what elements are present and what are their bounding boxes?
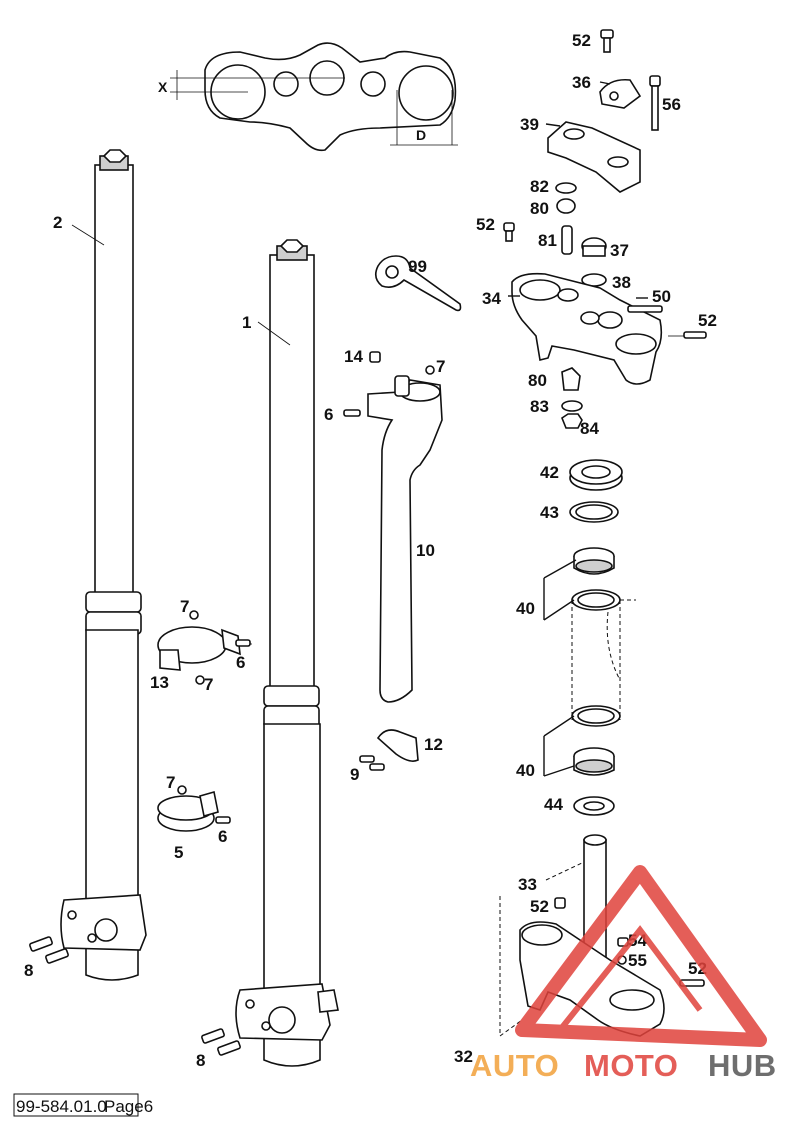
nut-80-83-84-stack <box>561 367 583 429</box>
automotohub-watermark: AUTO MOTO HUB <box>470 865 777 1083</box>
cable-holder <box>359 729 419 771</box>
top-clamp-bolt-52 <box>600 29 614 53</box>
callout-52: 52 <box>530 897 549 916</box>
seal-44 <box>573 796 615 816</box>
callout-12: 12 <box>424 735 443 754</box>
fork-leg-left <box>60 149 147 981</box>
callout-38: 38 <box>612 273 631 292</box>
bolt-50 <box>627 305 663 313</box>
part-reference-number: 99-584.01.0 <box>16 1097 107 1116</box>
callout-39: 39 <box>520 115 539 134</box>
callout-52: 52 <box>698 311 717 330</box>
callout-10: 10 <box>416 541 435 560</box>
callout-37: 37 <box>610 241 629 260</box>
watermark-auto: AUTO <box>470 1048 559 1083</box>
leader-lines <box>499 81 648 1037</box>
bolt-52-right <box>668 331 707 339</box>
callout-9: 9 <box>350 765 359 784</box>
fork-leg-right <box>235 239 339 1067</box>
callout-81: 81 <box>538 231 557 250</box>
callout-7: 7 <box>166 773 175 792</box>
handlebar-mount-39 <box>547 121 641 193</box>
dimension-x-label: X <box>158 79 168 95</box>
callout-44: 44 <box>544 795 563 814</box>
bearing-seal-42 <box>569 459 623 491</box>
bar-clamp-36 <box>599 78 642 109</box>
callout-6: 6 <box>218 827 227 846</box>
page-label: Page6 <box>104 1097 153 1116</box>
footer: 99-584.01.0 Page6 <box>13 1093 153 1117</box>
bearing-race-43 <box>569 501 619 523</box>
bolt-56 <box>649 75 661 131</box>
callout-99: 99 <box>408 257 427 276</box>
dimension-d-label: D <box>416 127 426 143</box>
callout-6: 6 <box>324 405 333 424</box>
callout-56: 56 <box>662 95 681 114</box>
cap-37 <box>581 237 607 257</box>
callout-labels: 2 1 7 6 13 7 7 6 5 8 8 99 14 7 6 10 12 9… <box>24 31 717 1070</box>
callout-1: 1 <box>242 313 251 332</box>
watermark-moto: MOTO <box>584 1048 678 1083</box>
callout-50: 50 <box>652 287 671 306</box>
callout-5: 5 <box>174 843 183 862</box>
callout-83: 83 <box>530 397 549 416</box>
callout-14: 14 <box>344 347 363 366</box>
callout-8: 8 <box>24 961 33 980</box>
callout-13: 13 <box>150 673 169 692</box>
bolts-8-left <box>29 936 69 964</box>
callout-52: 52 <box>572 31 591 50</box>
callout-7: 7 <box>180 597 189 616</box>
callout-36: 36 <box>572 73 591 92</box>
triple-clamp-dimension-sketch: X D <box>158 42 458 152</box>
callout-82: 82 <box>530 177 549 196</box>
callout-40: 40 <box>516 761 535 780</box>
callout-7: 7 <box>436 357 445 376</box>
callout-80: 80 <box>528 371 547 390</box>
callout-7: 7 <box>204 675 213 694</box>
callout-42: 42 <box>540 463 559 482</box>
callout-84: 84 <box>580 419 599 438</box>
pin-81 <box>561 225 573 255</box>
callout-8: 8 <box>196 1051 205 1070</box>
upper-triple-clamp-34 <box>511 272 663 385</box>
bolts-8-middle <box>201 1028 241 1056</box>
spanner-tool <box>374 255 462 312</box>
callout-33: 33 <box>518 875 537 894</box>
callout-2: 2 <box>53 213 62 232</box>
headlight-bracket <box>343 351 443 703</box>
bolt-52-left <box>503 222 515 242</box>
callout-43: 43 <box>540 503 559 522</box>
fork-guard-clamp-upper <box>157 610 252 685</box>
callout-55: 55 <box>628 951 647 970</box>
callout-52: 52 <box>476 215 495 234</box>
callout-34: 34 <box>482 289 501 308</box>
callout-40: 40 <box>516 599 535 618</box>
fork-guard-clamp-lower <box>157 785 231 832</box>
callout-80: 80 <box>530 199 549 218</box>
tapered-bearing-upper-40 <box>573 547 615 575</box>
callout-6: 6 <box>236 653 245 672</box>
callout-32: 32 <box>454 1047 473 1066</box>
steering-head-tube <box>571 589 636 727</box>
tapered-bearing-lower-40 <box>573 747 615 776</box>
watermark-hub: HUB <box>708 1048 777 1083</box>
washers-82-80 <box>555 182 577 214</box>
